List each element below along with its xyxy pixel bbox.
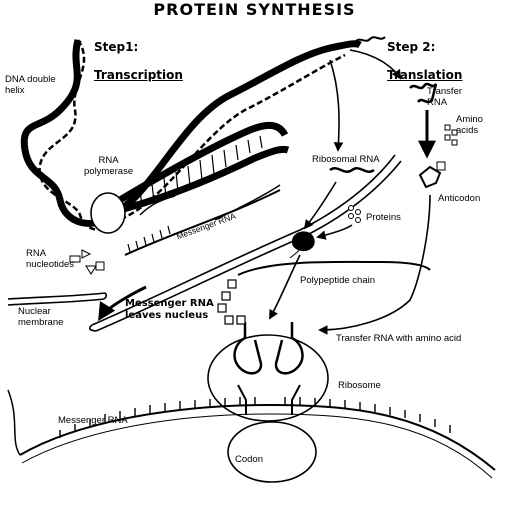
- label-codon: Codon: [235, 454, 263, 465]
- step2-heading: Step 2: Translation: [387, 26, 462, 82]
- label-nuclear-membrane: Nuclear membrane: [18, 306, 64, 328]
- dna-double-helix-shape: [20, 36, 386, 231]
- ribosome-trnas: [233, 322, 304, 415]
- rna-fragment: [139, 195, 176, 216]
- messenger-rna-bottom-strand: [7, 389, 496, 479]
- label-anticodon: Anticodon: [438, 193, 481, 204]
- process-arrows: [98, 49, 436, 335]
- polypeptide-chain-shape: [217, 260, 431, 325]
- transfer-rna-shape: [409, 82, 438, 104]
- ribosome-small-subunit: [227, 421, 317, 483]
- amino-acids-squares: [444, 124, 458, 146]
- anticodon-box: [436, 161, 446, 171]
- label-rna-nucleotides: RNA nucleotides: [26, 248, 75, 270]
- label-ribosome: Ribosome: [338, 380, 381, 391]
- nuclear-membrane-shape: [7, 154, 402, 332]
- diagram-title: PROTEIN SYNTHESIS: [153, 0, 356, 19]
- ribosome-shape: [207, 334, 329, 422]
- step1-number: Step1:: [94, 40, 139, 54]
- small-ribosome-subunit: [291, 231, 315, 252]
- anticodon-shape: [418, 165, 442, 189]
- label-mrna-leaves-nucleus: Messenger RNA leaves nucleus: [125, 298, 214, 321]
- step1-name: Transcription: [94, 68, 183, 82]
- step2-number: Step 2:: [387, 40, 436, 54]
- label-ribosomal-rna: Ribosomal RNA: [312, 154, 380, 165]
- label-transfer-rna: Transfer RNA: [427, 86, 463, 108]
- step2-name: Translation: [387, 68, 463, 82]
- label-amino-acids: Amino acids: [456, 114, 483, 136]
- label-dna-double-helix: DNA double helix: [5, 74, 56, 96]
- label-transfer-rna-with-amino-acid: Transfer RNA with amino acid: [336, 333, 462, 344]
- ribosomal-rna-strand: [329, 167, 375, 173]
- rna-polymerase-shape: [90, 192, 126, 234]
- label-proteins: Proteins: [366, 212, 401, 223]
- rna-fragment: [214, 184, 281, 221]
- proteins-dots: [348, 205, 361, 223]
- label-messenger-rna-bottom: Messenger RNA: [58, 415, 128, 426]
- messenger-rna-strand: [124, 189, 281, 256]
- step1-heading: Step1: Transcription: [94, 26, 183, 82]
- label-rna-polymerase: RNA polymerase: [84, 155, 134, 177]
- label-polypeptide-chain: Polypeptide chain: [300, 275, 375, 286]
- rna-nucleotides-shapes: [69, 249, 105, 275]
